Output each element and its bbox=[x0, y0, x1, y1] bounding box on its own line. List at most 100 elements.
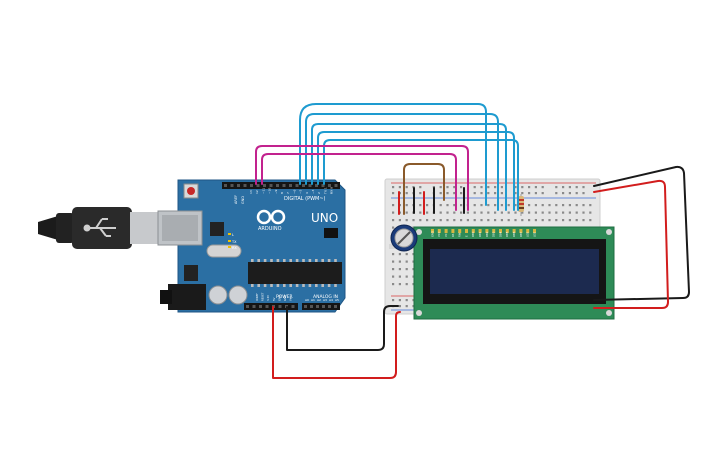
breadboard-hole[interactable] bbox=[460, 192, 463, 195]
lcd-pin[interactable] bbox=[485, 229, 489, 233]
breadboard-hole[interactable] bbox=[405, 219, 408, 222]
breadboard-hole[interactable] bbox=[453, 204, 456, 207]
power-pin-hole[interactable] bbox=[259, 305, 262, 308]
lcd-pin[interactable] bbox=[437, 229, 441, 233]
breadboard-hole[interactable] bbox=[487, 192, 490, 195]
breadboard-hole[interactable] bbox=[555, 219, 558, 222]
breadboard-hole[interactable] bbox=[534, 186, 537, 189]
breadboard-hole[interactable] bbox=[575, 204, 578, 207]
breadboard-hole[interactable] bbox=[514, 211, 517, 214]
breadboard-hole[interactable] bbox=[555, 192, 558, 195]
digital-pin-hole[interactable] bbox=[250, 184, 253, 187]
digital-pin-hole[interactable] bbox=[295, 184, 299, 187]
lcd-pin[interactable] bbox=[431, 229, 434, 233]
breadboard-hole[interactable] bbox=[460, 219, 463, 222]
breadboard-hole[interactable] bbox=[419, 211, 422, 214]
breadboard-hole[interactable] bbox=[392, 268, 395, 271]
breadboard-hole[interactable] bbox=[521, 219, 524, 222]
power-pin-hole[interactable] bbox=[246, 305, 249, 308]
power-pin-hole[interactable] bbox=[252, 305, 256, 308]
breadboard-hole[interactable] bbox=[446, 219, 449, 222]
breadboard-hole[interactable] bbox=[392, 283, 395, 286]
breadboard-hole[interactable] bbox=[392, 204, 395, 207]
breadboard-hole[interactable] bbox=[480, 204, 483, 207]
breadboard-hole[interactable] bbox=[562, 204, 565, 207]
breadboard-hole[interactable] bbox=[514, 186, 517, 189]
breadboard-hole[interactable] bbox=[575, 211, 578, 214]
breadboard-hole[interactable] bbox=[480, 219, 483, 222]
breadboard-hole[interactable] bbox=[582, 211, 585, 214]
breadboard-hole[interactable] bbox=[589, 219, 592, 222]
digital-pin-hole[interactable] bbox=[282, 184, 286, 187]
digital-pin-hole[interactable] bbox=[224, 184, 227, 187]
breadboard-hole[interactable] bbox=[412, 219, 415, 222]
digital-pin-hole[interactable] bbox=[230, 184, 234, 187]
breadboard-hole[interactable] bbox=[419, 192, 422, 195]
lcd-pin[interactable] bbox=[478, 229, 482, 233]
breadboard-hole[interactable] bbox=[494, 211, 497, 214]
breadboard-hole[interactable] bbox=[392, 219, 395, 222]
breadboard-hole[interactable] bbox=[487, 186, 490, 189]
breadboard-hole[interactable] bbox=[453, 219, 456, 222]
breadboard-hole[interactable] bbox=[480, 211, 483, 214]
breadboard-hole[interactable] bbox=[419, 219, 422, 222]
potentiometer[interactable] bbox=[390, 224, 418, 252]
lcd-pin[interactable] bbox=[526, 229, 530, 233]
breadboard-hole[interactable] bbox=[541, 211, 544, 214]
breadboard-hole[interactable] bbox=[398, 253, 401, 256]
breadboard-hole[interactable] bbox=[500, 219, 503, 222]
lcd-pin[interactable] bbox=[451, 229, 455, 233]
breadboard-hole[interactable] bbox=[392, 226, 395, 229]
analog-pin-hole[interactable] bbox=[316, 305, 319, 308]
breadboard-hole[interactable] bbox=[582, 219, 585, 222]
breadboard-hole[interactable] bbox=[568, 211, 571, 214]
analog-pin-hole[interactable] bbox=[334, 305, 337, 308]
breadboard-hole[interactable] bbox=[432, 219, 435, 222]
breadboard-hole[interactable] bbox=[473, 192, 476, 195]
breadboard-hole[interactable] bbox=[582, 204, 585, 207]
lcd-pin[interactable] bbox=[444, 229, 448, 233]
lcd-pin[interactable] bbox=[519, 229, 523, 233]
breadboard-hole[interactable] bbox=[521, 192, 524, 195]
digital-pin-hole[interactable] bbox=[289, 184, 292, 187]
breadboard-hole[interactable] bbox=[398, 299, 401, 302]
digital-pin-hole[interactable] bbox=[237, 184, 240, 187]
breadboard-hole[interactable] bbox=[419, 204, 422, 207]
breadboard-hole[interactable] bbox=[398, 219, 401, 222]
breadboard-hole[interactable] bbox=[405, 283, 408, 286]
breadboard-hole[interactable] bbox=[426, 219, 429, 222]
digital-pin-hole[interactable] bbox=[302, 184, 305, 187]
breadboard-hole[interactable] bbox=[446, 192, 449, 195]
breadboard-hole[interactable] bbox=[446, 186, 449, 189]
breadboard-hole[interactable] bbox=[534, 204, 537, 207]
digital-pin-hole[interactable] bbox=[263, 184, 266, 187]
breadboard-hole[interactable] bbox=[562, 211, 565, 214]
breadboard-hole[interactable] bbox=[507, 211, 510, 214]
breadboard-hole[interactable] bbox=[500, 192, 503, 195]
breadboard-hole[interactable] bbox=[575, 219, 578, 222]
breadboard-hole[interactable] bbox=[507, 219, 510, 222]
digital-pin-hole[interactable] bbox=[315, 184, 318, 187]
breadboard-hole[interactable] bbox=[405, 192, 408, 195]
breadboard-hole[interactable] bbox=[514, 219, 517, 222]
breadboard-hole[interactable] bbox=[528, 186, 531, 189]
breadboard-hole[interactable] bbox=[528, 192, 531, 195]
analog-pin-hole[interactable] bbox=[310, 305, 313, 308]
breadboard-hole[interactable] bbox=[405, 268, 408, 271]
breadboard-hole[interactable] bbox=[392, 186, 395, 189]
breadboard-hole[interactable] bbox=[439, 204, 442, 207]
breadboard-hole[interactable] bbox=[466, 219, 469, 222]
breadboard-hole[interactable] bbox=[392, 275, 395, 278]
power-pin-hole[interactable] bbox=[278, 305, 282, 308]
breadboard-hole[interactable] bbox=[405, 275, 408, 278]
breadboard-hole[interactable] bbox=[392, 260, 395, 263]
breadboard-hole[interactable] bbox=[487, 219, 490, 222]
power-pin-hole[interactable] bbox=[265, 305, 269, 308]
breadboard-hole[interactable] bbox=[494, 219, 497, 222]
breadboard-hole[interactable] bbox=[487, 211, 490, 214]
breadboard-hole[interactable] bbox=[568, 219, 571, 222]
breadboard-hole[interactable] bbox=[541, 186, 544, 189]
breadboard-hole[interactable] bbox=[487, 204, 490, 207]
breadboard-hole[interactable] bbox=[473, 211, 476, 214]
breadboard-hole[interactable] bbox=[398, 260, 401, 263]
